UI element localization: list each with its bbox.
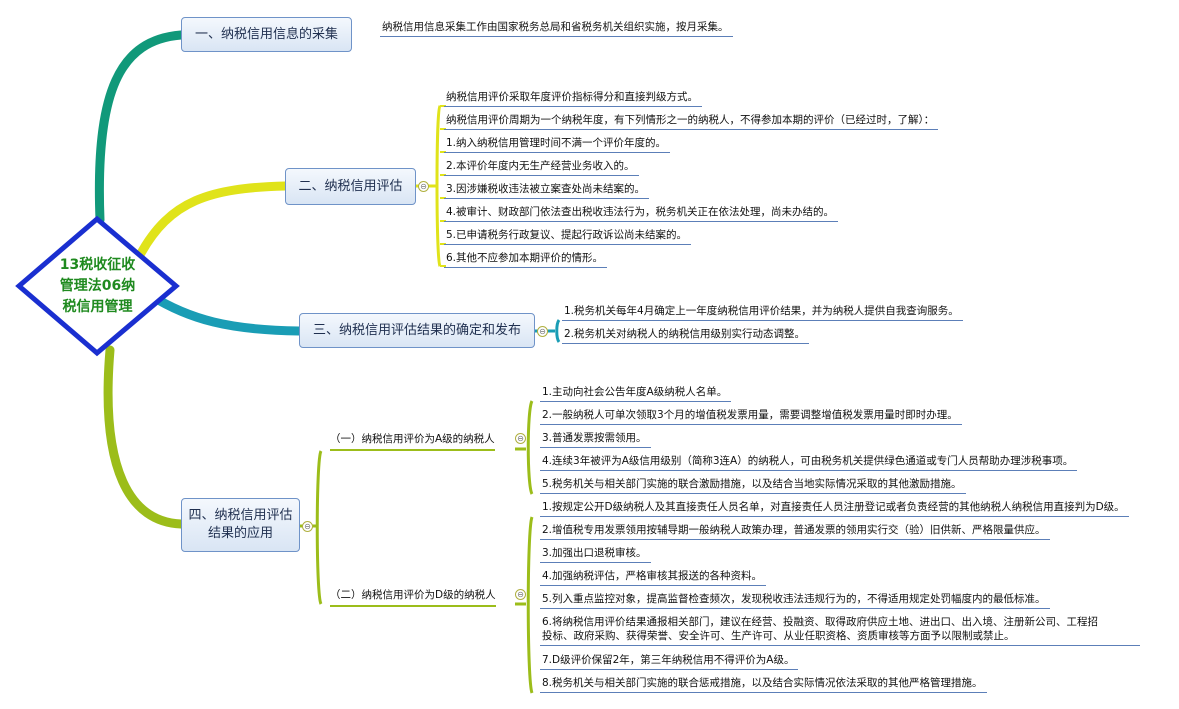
leaf[interactable]: 4.被审计、财政部门依法查出税收违法行为，税务机关正在依法处理，尚未办结的。 [444,205,839,222]
leaf[interactable]: 纳税信用信息采集工作由国家税务总局和省税务机关组织实施，按月采集。 [380,20,733,37]
leaf[interactable]: 4.连续3年被评为A级信用级别（简称3连A）的纳税人，可由税务机关提供绿色通道或… [540,454,1078,471]
sub-a-bracket [515,400,534,495]
collapse-toggle-icon[interactable]: ⊖ [515,433,526,444]
leaf[interactable]: 3.加强出口退税审核。 [540,546,651,563]
collapse-toggle-icon[interactable]: ⊖ [418,181,429,192]
leaf[interactable]: 1.纳入纳税信用管理时间不满一个评价年度的。 [444,136,671,153]
branch-4-link [103,345,186,529]
leaf[interactable]: 纳税信用评价周期为一个纳税年度，有下列情形之一的纳税人，不得参加本期的评价（已经… [444,113,939,130]
leaf-line: 6.将纳税信用评价结果通报相关部门，建议在经营、投融资、取得政府供应土地、进出口… [542,616,1099,628]
collapse-toggle-icon[interactable]: ⊖ [515,589,526,600]
leaf[interactable]: 纳税信用评价采取年度评价指标得分和直接判级方式。 [444,90,702,107]
central-diamond-shape [15,215,180,357]
branch-1-link [94,30,186,225]
leaf[interactable]: 1.按规定公开D级纳税人及其直接责任人员名单，对直接责任人员注册登记或者负责经营… [540,500,1129,517]
leaf-multiline[interactable]: 6.将纳税信用评价结果通报相关部门，建议在经营、投融资、取得政府供应土地、进出口… [540,615,1140,646]
branch-2-link [135,181,290,260]
leaf[interactable]: 6.其他不应参加本期评价的情形。 [444,251,608,268]
leaf[interactable]: 5.税务机关与相关部门实施的联合激励措施，以及结合当地实际情况采取的其他激励措施… [540,477,966,494]
collapse-toggle-icon[interactable]: ⊖ [302,521,313,532]
topic-result-application[interactable]: 四、纳税信用评估结果的应用 [181,498,300,552]
leaf[interactable]: 4.加强纳税评估，严格审核其报送的各种资料。 [540,569,767,586]
branch-3-link [145,290,304,336]
leaf[interactable]: 1.主动向社会公告年度A级纳税人名单。 [540,385,732,402]
leaf[interactable]: 2.本评价年度内无生产经营业务收入的。 [444,159,639,176]
leaf[interactable]: 5.列入重点监控对象，提高监督检查频次，发现税收违法违规行为的，不得适用规定处罚… [540,592,1050,609]
leaf[interactable]: 2.增值税专用发票领用按辅导期一般纳税人政策办理，普通发票的领用实行交（验）旧供… [540,523,1050,540]
leaf[interactable]: 2.税务机关对纳税人的纳税信用级别实行动态调整。 [562,327,810,344]
leaf[interactable]: 3.因涉嫌税收违法被立案查处尚未结案的。 [444,182,650,199]
leaf[interactable]: 7.D级评价保留2年，第三年纳税信用不得评价为A级。 [540,653,799,670]
central-topic-title: 13税收征收管理法06纳税信用管理 [59,257,136,315]
subtopic-a-level[interactable]: （一）纳税信用评价为A级的纳税人 [330,431,495,451]
collapse-toggle-icon[interactable]: ⊖ [537,326,548,337]
leaf[interactable]: 2.一般纳税人可单次领取3个月的增值税发票用量，需要调整增值税发票用量时即时办理… [540,408,962,425]
leaf[interactable]: 5.已申请税务行政复议、提起行政诉讼尚未结案的。 [444,228,692,245]
topic-info-collection[interactable]: 一、纳税信用信息的采集 [181,17,352,52]
subtopic-d-level[interactable]: （二）纳税信用评价为D级的纳税人 [330,587,496,607]
leaf[interactable]: 1.税务机关每年4月确定上一年度纳税信用评价结果，并为纳税人提供自我查询服务。 [562,304,963,321]
central-topic[interactable]: 13税收征收管理法06纳税信用管理 [15,215,180,357]
topic-credit-evaluation[interactable]: 二、纳税信用评估 [285,168,416,205]
leaf-line: 投标、政府采购、获得荣誉、安全许可、生产许可、从业任职资格、资质审核等方面予以限… [542,630,1015,642]
leaf[interactable]: 3.普通发票按需领用。 [540,431,651,448]
sub-d-bracket [515,516,534,694]
topic-result-publication[interactable]: 三、纳税信用评估结果的确定和发布 [299,313,535,348]
leaf[interactable]: 8.税务机关与相关部门实施的联合惩戒措施，以及结合实际情况依法采取的其他严格管理… [540,676,987,693]
